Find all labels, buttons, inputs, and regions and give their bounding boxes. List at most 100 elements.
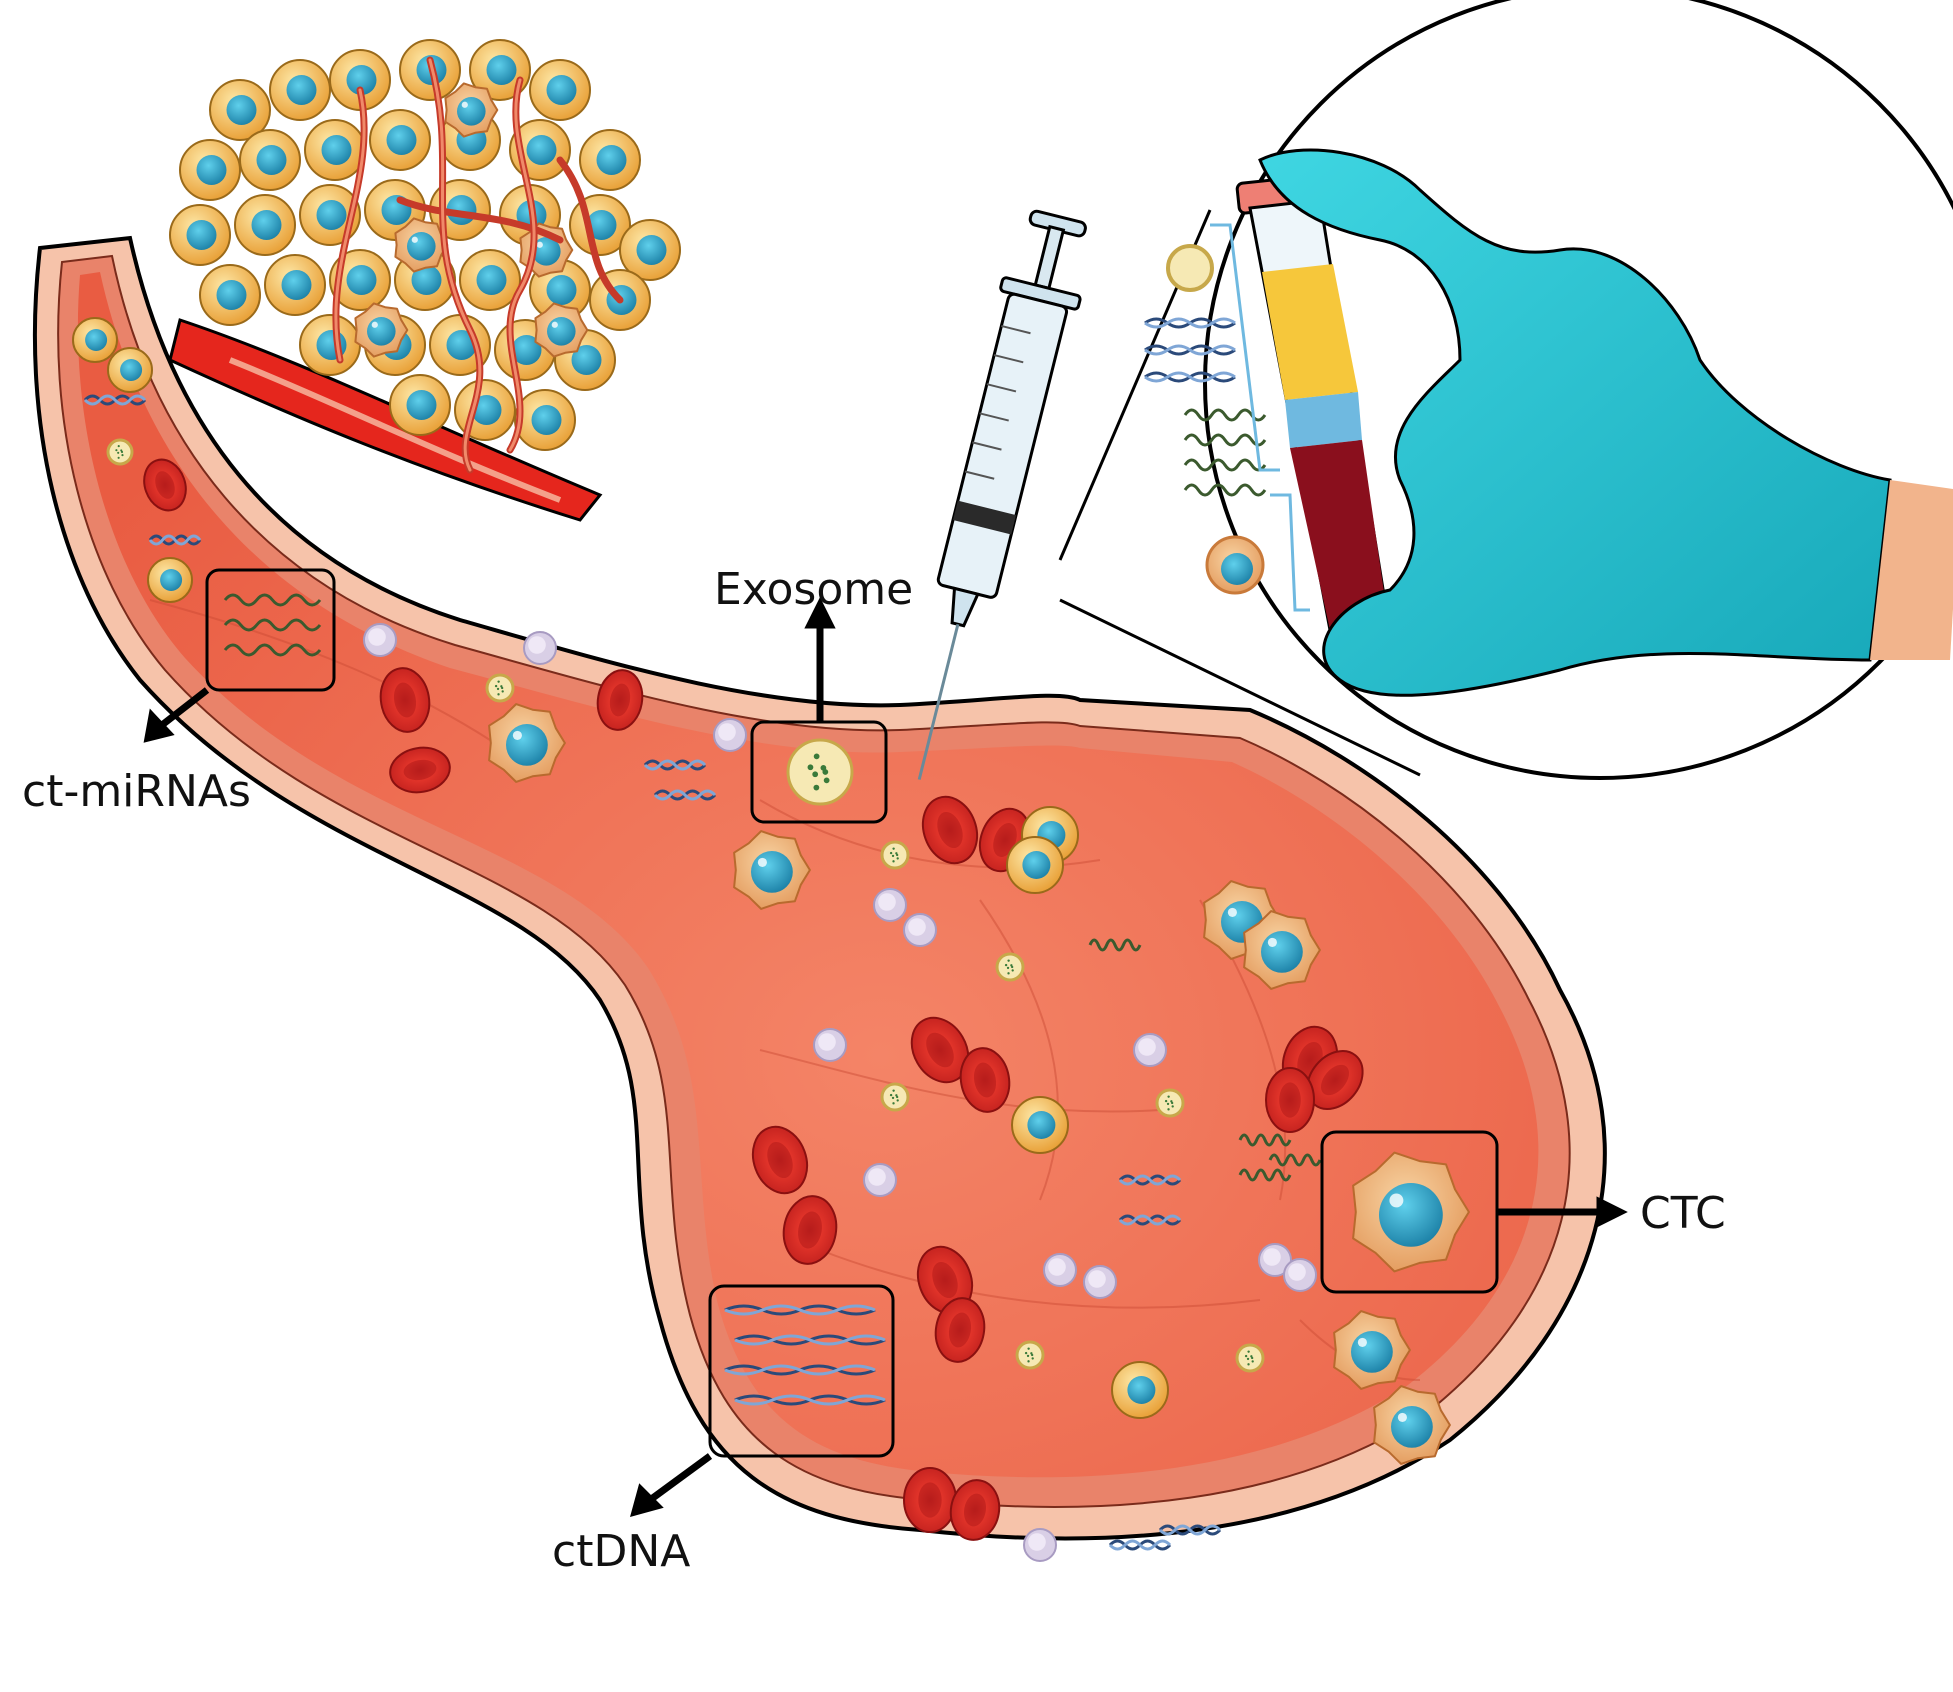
- syringe-icon: [917, 209, 1087, 780]
- circulating-tumor-cell-icon: [1352, 1151, 1470, 1273]
- red-blood-cell-icon: [751, 1125, 809, 1195]
- ct-mirnas-box: [205, 568, 336, 692]
- mirna-icon: [1088, 938, 1142, 952]
- callout-arrows: [143, 597, 1628, 1517]
- dna-icon: [1158, 1524, 1222, 1536]
- dna-icon: [1118, 1214, 1182, 1226]
- exosome-icon: [995, 952, 1025, 982]
- dna-icon: [1144, 344, 1236, 356]
- exosome-icon: [880, 840, 910, 870]
- tumor-cell-icon: [369, 109, 431, 171]
- tumor-cell-icon: [1006, 836, 1064, 894]
- tumor-cell-icon: [529, 59, 591, 121]
- tumor-cell-icon: [269, 59, 331, 121]
- white-cell-icon: [1258, 1243, 1292, 1277]
- tumor-mass-icon: [168, 39, 681, 522]
- tumor-cell-icon: [469, 39, 531, 101]
- circulating-tumor-cell-icon: [733, 830, 811, 910]
- ctc-label: CTC: [1640, 1188, 1726, 1239]
- inset-dna-icon: [1144, 317, 1236, 383]
- tumor-cell-icon: [514, 389, 576, 451]
- tumor-cell-icon: [299, 314, 361, 376]
- dna-icon: [1144, 317, 1236, 329]
- red-blood-cell-icon: [389, 746, 451, 794]
- red-blood-cell-icon: [782, 1195, 838, 1265]
- white-cell-icon: [523, 631, 557, 665]
- red-blood-cell-icon: [596, 669, 644, 731]
- circulating-tumor-cell-icon: [1243, 910, 1321, 990]
- ctdna-box: [708, 1284, 895, 1458]
- blood-draw-inset: [1058, 0, 1953, 780]
- tumor-cell-icon: [239, 129, 301, 191]
- tumor-cell-icon: [429, 314, 491, 376]
- white-cell-icon: [1283, 1258, 1317, 1292]
- tumor-cell-icon: [579, 129, 641, 191]
- mirna-icon: [1183, 433, 1267, 447]
- mirna-icon: [1238, 1168, 1292, 1182]
- white-cell-icon: [363, 623, 397, 657]
- mirna-icon: [1238, 1133, 1292, 1147]
- dna-icon: [724, 1364, 876, 1376]
- dna-icon: [724, 1304, 876, 1316]
- white-cell-icon: [713, 718, 747, 752]
- dna-icon: [1118, 1174, 1182, 1186]
- tumor-cell-icon: [179, 139, 241, 201]
- tumor-cell-icon: [619, 219, 681, 281]
- red-blood-cell-icon: [143, 458, 187, 512]
- mirna-icon: [1183, 483, 1267, 497]
- gloved-hand-icon: [1258, 148, 1892, 697]
- exosome-icon: [106, 438, 134, 466]
- white-cell-icon: [813, 1028, 847, 1062]
- exosome-icon: [1015, 1340, 1045, 1370]
- tumor-cell-icon: [1111, 1361, 1169, 1419]
- red-blood-cell-icon: [934, 1297, 986, 1363]
- tumor-cell-icon: [1011, 1096, 1069, 1154]
- dna-icon: [1108, 1539, 1172, 1551]
- white-cell-icon: [863, 1163, 897, 1197]
- tumor-cell-icon: [264, 254, 326, 316]
- dna-icon: [148, 534, 202, 546]
- circulating-tumor-cell-icon: [394, 217, 449, 273]
- tumor-cell-icon: [304, 119, 366, 181]
- white-cell-icon: [1133, 1033, 1167, 1067]
- circulating-tumor-cell-icon: [1373, 1385, 1451, 1465]
- inset-brackets: [1210, 223, 1310, 612]
- red-blood-cell-icon: [903, 1467, 957, 1533]
- tumor-cell-icon: [329, 249, 391, 311]
- circulating-tumor-cell-icon: [444, 82, 499, 138]
- dna-icon: [734, 1334, 886, 1346]
- tumor-cell-icon: [72, 317, 118, 363]
- blood-contents: [72, 317, 1470, 1562]
- circulating-tumor-cell-icon: [1333, 1310, 1411, 1390]
- mirna-icon: [223, 618, 322, 632]
- exosome-icon: [786, 738, 854, 806]
- tumor-cell-icon: [389, 374, 451, 436]
- mirna-icon: [223, 593, 322, 607]
- dna-icon: [643, 759, 707, 771]
- white-cell-icon: [873, 888, 907, 922]
- inset-mirna-icon: [1183, 408, 1267, 497]
- red-blood-cell-icon: [949, 1479, 1001, 1541]
- ct-mirnas-label: ct-miRNAs: [22, 766, 251, 817]
- mirna-icon: [1268, 1153, 1322, 1167]
- dna-icon: [1144, 371, 1236, 383]
- tumor-cell-icon: [234, 194, 296, 256]
- red-blood-cell-icon: [921, 795, 979, 865]
- circulating-tumor-cell-icon: [488, 703, 566, 783]
- inset-ctc-icon: [1205, 535, 1265, 595]
- white-cell-icon: [1083, 1265, 1117, 1299]
- circulating-tumor-cell-icon: [354, 302, 409, 358]
- dna-icon: [83, 394, 147, 406]
- red-blood-cell-icon: [379, 667, 431, 733]
- tumor-cell-icon: [169, 204, 231, 266]
- red-blood-cell-icon: [910, 1016, 970, 1084]
- ctdna-label: ctDNA: [552, 1526, 691, 1577]
- tumor-cell-icon: [147, 557, 193, 603]
- dna-icon: [653, 789, 717, 801]
- red-blood-cell-icon: [1306, 1050, 1364, 1110]
- tumor-cell-icon: [199, 264, 261, 326]
- red-blood-cell-icon: [959, 1047, 1011, 1113]
- tumor-cell-icon: [329, 49, 391, 111]
